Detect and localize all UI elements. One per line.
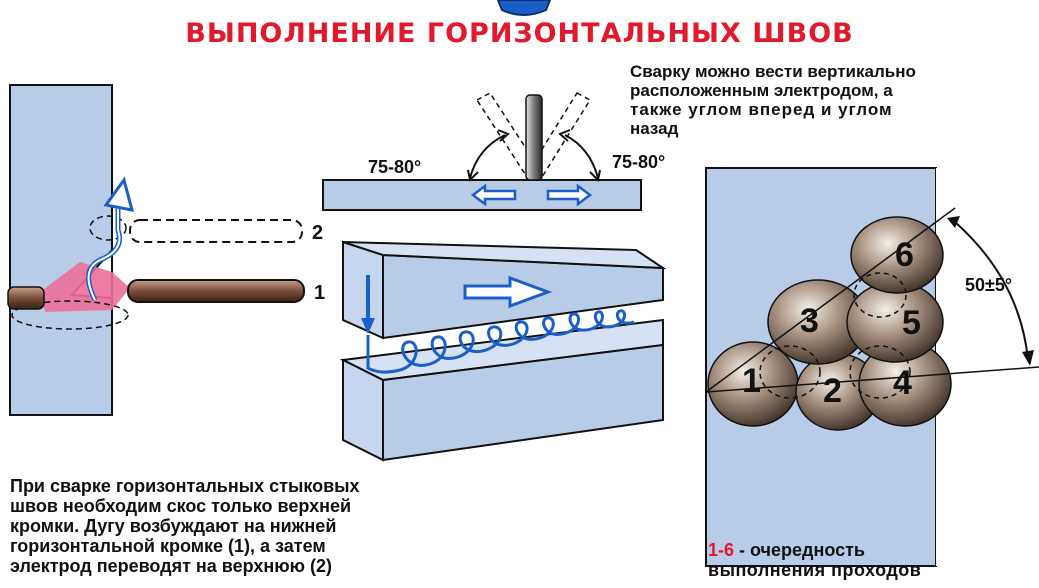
seam-figure (339, 240, 667, 462)
pass-number: 2 (823, 372, 842, 410)
top-right-line: Сварку можно вести вертикально (630, 62, 916, 81)
bottom-left-line: кромки. Дугу возбуждают на нижней (10, 516, 337, 536)
bottom-left-line: горизонтальной кромке (1), а затем (10, 536, 326, 556)
top-right-line: также углом вперед и углом (630, 100, 893, 119)
pass-figure (705, 167, 1039, 567)
top-right-text: Сварку можно вести вертикально расположе… (630, 62, 916, 138)
angle-label-right: 75-80° (612, 152, 666, 172)
bottom-left-line: электрод переводят на верхнюю (2) (10, 556, 333, 576)
legend-range: 1-6 (708, 540, 735, 560)
top-right-line: назад (630, 119, 679, 138)
legend-line2: выполнения проходов (708, 560, 922, 580)
bottom-left-line: швов необходим скос только верхней (10, 496, 352, 516)
page-title: ВЫПОЛНЕНИЕ ГОРИЗОНТАЛЬНЫХ ШВОВ (185, 18, 854, 49)
bottom-left-line: При сварке горизонтальных стыковых (10, 476, 360, 496)
legend: 1-6 - очередность выполнения проходов (708, 540, 921, 580)
pass-number: 3 (800, 302, 819, 340)
emblem-icon (496, 0, 552, 16)
pass-number: 4 (893, 364, 912, 402)
legend-line1: - очередность (734, 540, 865, 560)
pass-number: 1 (742, 362, 761, 400)
bottom-left-text: При сварке горизонтальных стыковых швов … (10, 476, 360, 576)
pass-number: 5 (902, 304, 921, 342)
top-right-line: расположенным электродом, а (630, 81, 893, 100)
angle-label-left: 75-80° (368, 157, 422, 177)
angle-label-passes: 50±5° (965, 275, 1013, 295)
electrode-label-upper: 2 (312, 222, 324, 244)
angle-figure (322, 92, 642, 211)
pass-number: 6 (895, 236, 914, 274)
electrode-label-lower: 1 (314, 282, 326, 304)
left-weld-figure (7, 84, 305, 416)
